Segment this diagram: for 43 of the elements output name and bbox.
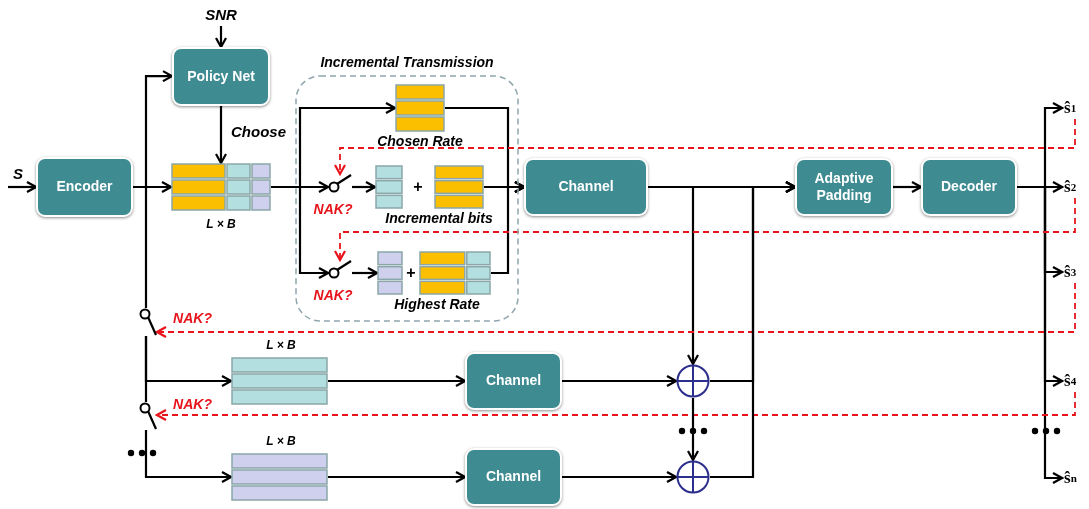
process-box: Channel — [465, 448, 562, 506]
nak-label: NAK? — [172, 310, 213, 326]
process-box: Policy Net — [172, 47, 270, 106]
process-box: Decoder — [921, 158, 1017, 216]
block-caption: Incremental bits — [384, 210, 494, 226]
dimension-label: L × B — [265, 338, 297, 352]
arrow — [352, 180, 377, 194]
block-caption: Chosen Rate — [376, 133, 464, 149]
arrow — [214, 26, 228, 49]
nak-label: NAK? — [312, 287, 354, 303]
feedback-arrow — [333, 118, 1076, 176]
arrow — [893, 180, 923, 194]
arrow — [214, 106, 228, 165]
feedback-arrow — [155, 282, 1076, 339]
arrow — [710, 180, 797, 479]
input-label: SNR — [199, 2, 243, 26]
arrow — [1017, 185, 1064, 485]
arrow — [352, 266, 379, 280]
dimension-label: L × B — [265, 434, 297, 448]
process-box: Adaptive Padding — [795, 158, 893, 216]
edge-label: Choose — [231, 124, 286, 139]
arrow — [562, 374, 678, 388]
process-box: Channel — [524, 158, 648, 216]
dimension-label: L × B — [205, 217, 237, 231]
plus-sign: + — [412, 179, 424, 195]
block-caption: Highest Rate — [393, 296, 481, 312]
arrow — [648, 185, 700, 366]
nak-label: NAK? — [172, 396, 213, 412]
process-box: Channel — [465, 352, 562, 410]
plus-sign: + — [405, 265, 417, 281]
process-box: Encoder — [36, 157, 133, 217]
nak-label: NAK? — [312, 201, 354, 217]
arrow — [562, 470, 678, 484]
feedback-arrow — [333, 197, 1076, 262]
arrow — [8, 180, 38, 194]
arrow — [328, 374, 467, 388]
arrow — [491, 180, 526, 275]
edge-label: S — [13, 166, 23, 181]
arrow — [144, 430, 233, 484]
arrow — [328, 470, 467, 484]
arrow — [686, 398, 700, 462]
group-title: Incremental Transmission — [319, 54, 495, 70]
feedback-arrow — [155, 391, 1076, 422]
